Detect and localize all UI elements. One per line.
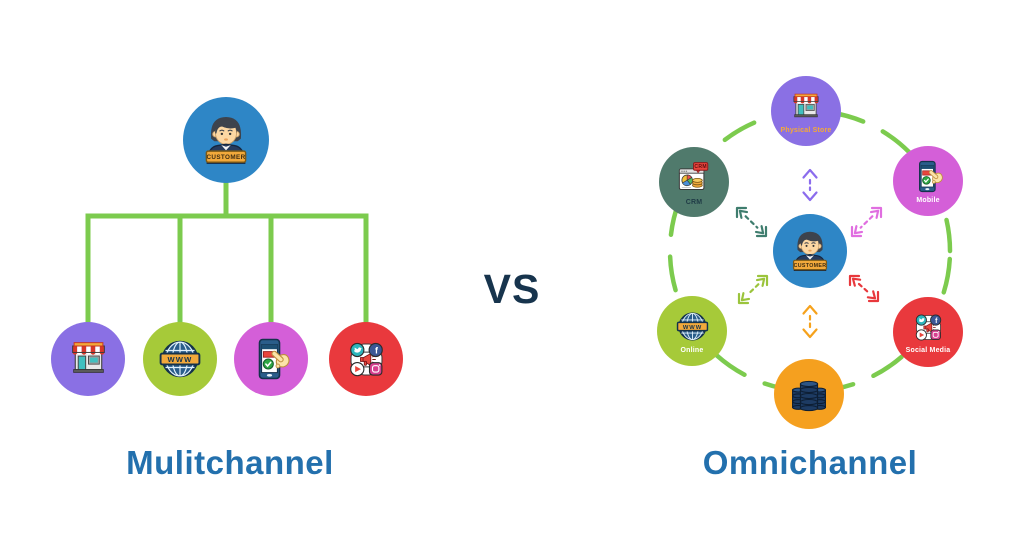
- globe-www-icon: [159, 340, 201, 378]
- node-label: Physical Store: [780, 126, 832, 134]
- omni-customer-node: [773, 214, 847, 288]
- customer-icon: [205, 116, 247, 164]
- multichannel-store-node: [51, 322, 125, 396]
- store-icon: [71, 341, 105, 373]
- globe-www-icon: [676, 312, 708, 341]
- omni-crm-node: CRM: [659, 147, 729, 217]
- mobile-tap-icon: [258, 338, 290, 380]
- omni-social-node: Social Media: [893, 297, 963, 367]
- omni-online-node: Online: [657, 296, 727, 366]
- multichannel-social-node: [329, 322, 403, 396]
- node-label: Mobile: [916, 197, 940, 204]
- omnichannel-title: Omnichannel: [702, 444, 918, 481]
- database-icon: [792, 380, 826, 412]
- vs-label: VS: [483, 266, 541, 312]
- omni-database-node: [774, 359, 844, 429]
- multichannel-online-node: [143, 322, 217, 396]
- crm-dashboard-icon: [678, 161, 709, 190]
- multichannel-title: Mulitchannel: [126, 444, 334, 481]
- store-icon: [793, 93, 819, 117]
- social-media-icon: [915, 314, 941, 341]
- node-label: Social Media: [905, 347, 951, 354]
- social-media-icon: [349, 342, 383, 376]
- multichannel-customer-node: [183, 97, 269, 183]
- multichannel-mobile-node: [234, 322, 308, 396]
- node-label: Online: [680, 347, 704, 354]
- omni-mobile-node: Mobile: [893, 146, 963, 216]
- omni-physical-store-node: Physical Store: [771, 76, 841, 146]
- node-label: CRM: [685, 198, 703, 206]
- mobile-tap-icon: [918, 160, 943, 193]
- customer-icon: [792, 231, 828, 272]
